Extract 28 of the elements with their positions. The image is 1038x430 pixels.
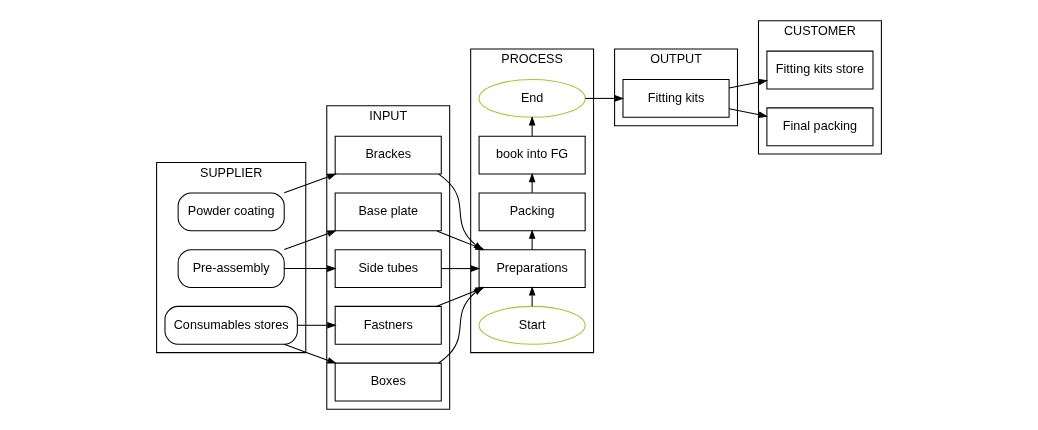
node-box: Boxes [334,362,442,402]
arrow [728,108,768,118]
node-box: Packing [478,192,586,232]
arrow [528,115,536,137]
node-box: Preparations [478,249,586,288]
node-ellipse: End [478,78,586,118]
arrow [528,286,536,307]
arrow [528,229,536,251]
node-box: Final packing [766,107,874,147]
node-box: Powder coating [177,192,285,232]
arrow [440,265,481,272]
node-box: Fitting kits store [766,50,874,90]
node-ellipse: Start [478,305,586,345]
arrow [728,78,768,89]
node-box: Pre-assembly [177,249,285,288]
node-box: Brackes [334,135,442,175]
node-box: Side tubes [334,249,442,288]
arrow [283,173,337,194]
arrow [528,172,536,194]
arrow [283,265,337,272]
node-box: book into FG [478,135,586,175]
node-box: Fastners [334,305,442,345]
arrow [296,322,337,329]
arrow [283,230,337,251]
node-box: Fitting kits [622,78,730,118]
arrow [584,95,625,102]
node-box: Base plate [334,192,442,232]
node-box: Consumables stores [164,305,298,345]
